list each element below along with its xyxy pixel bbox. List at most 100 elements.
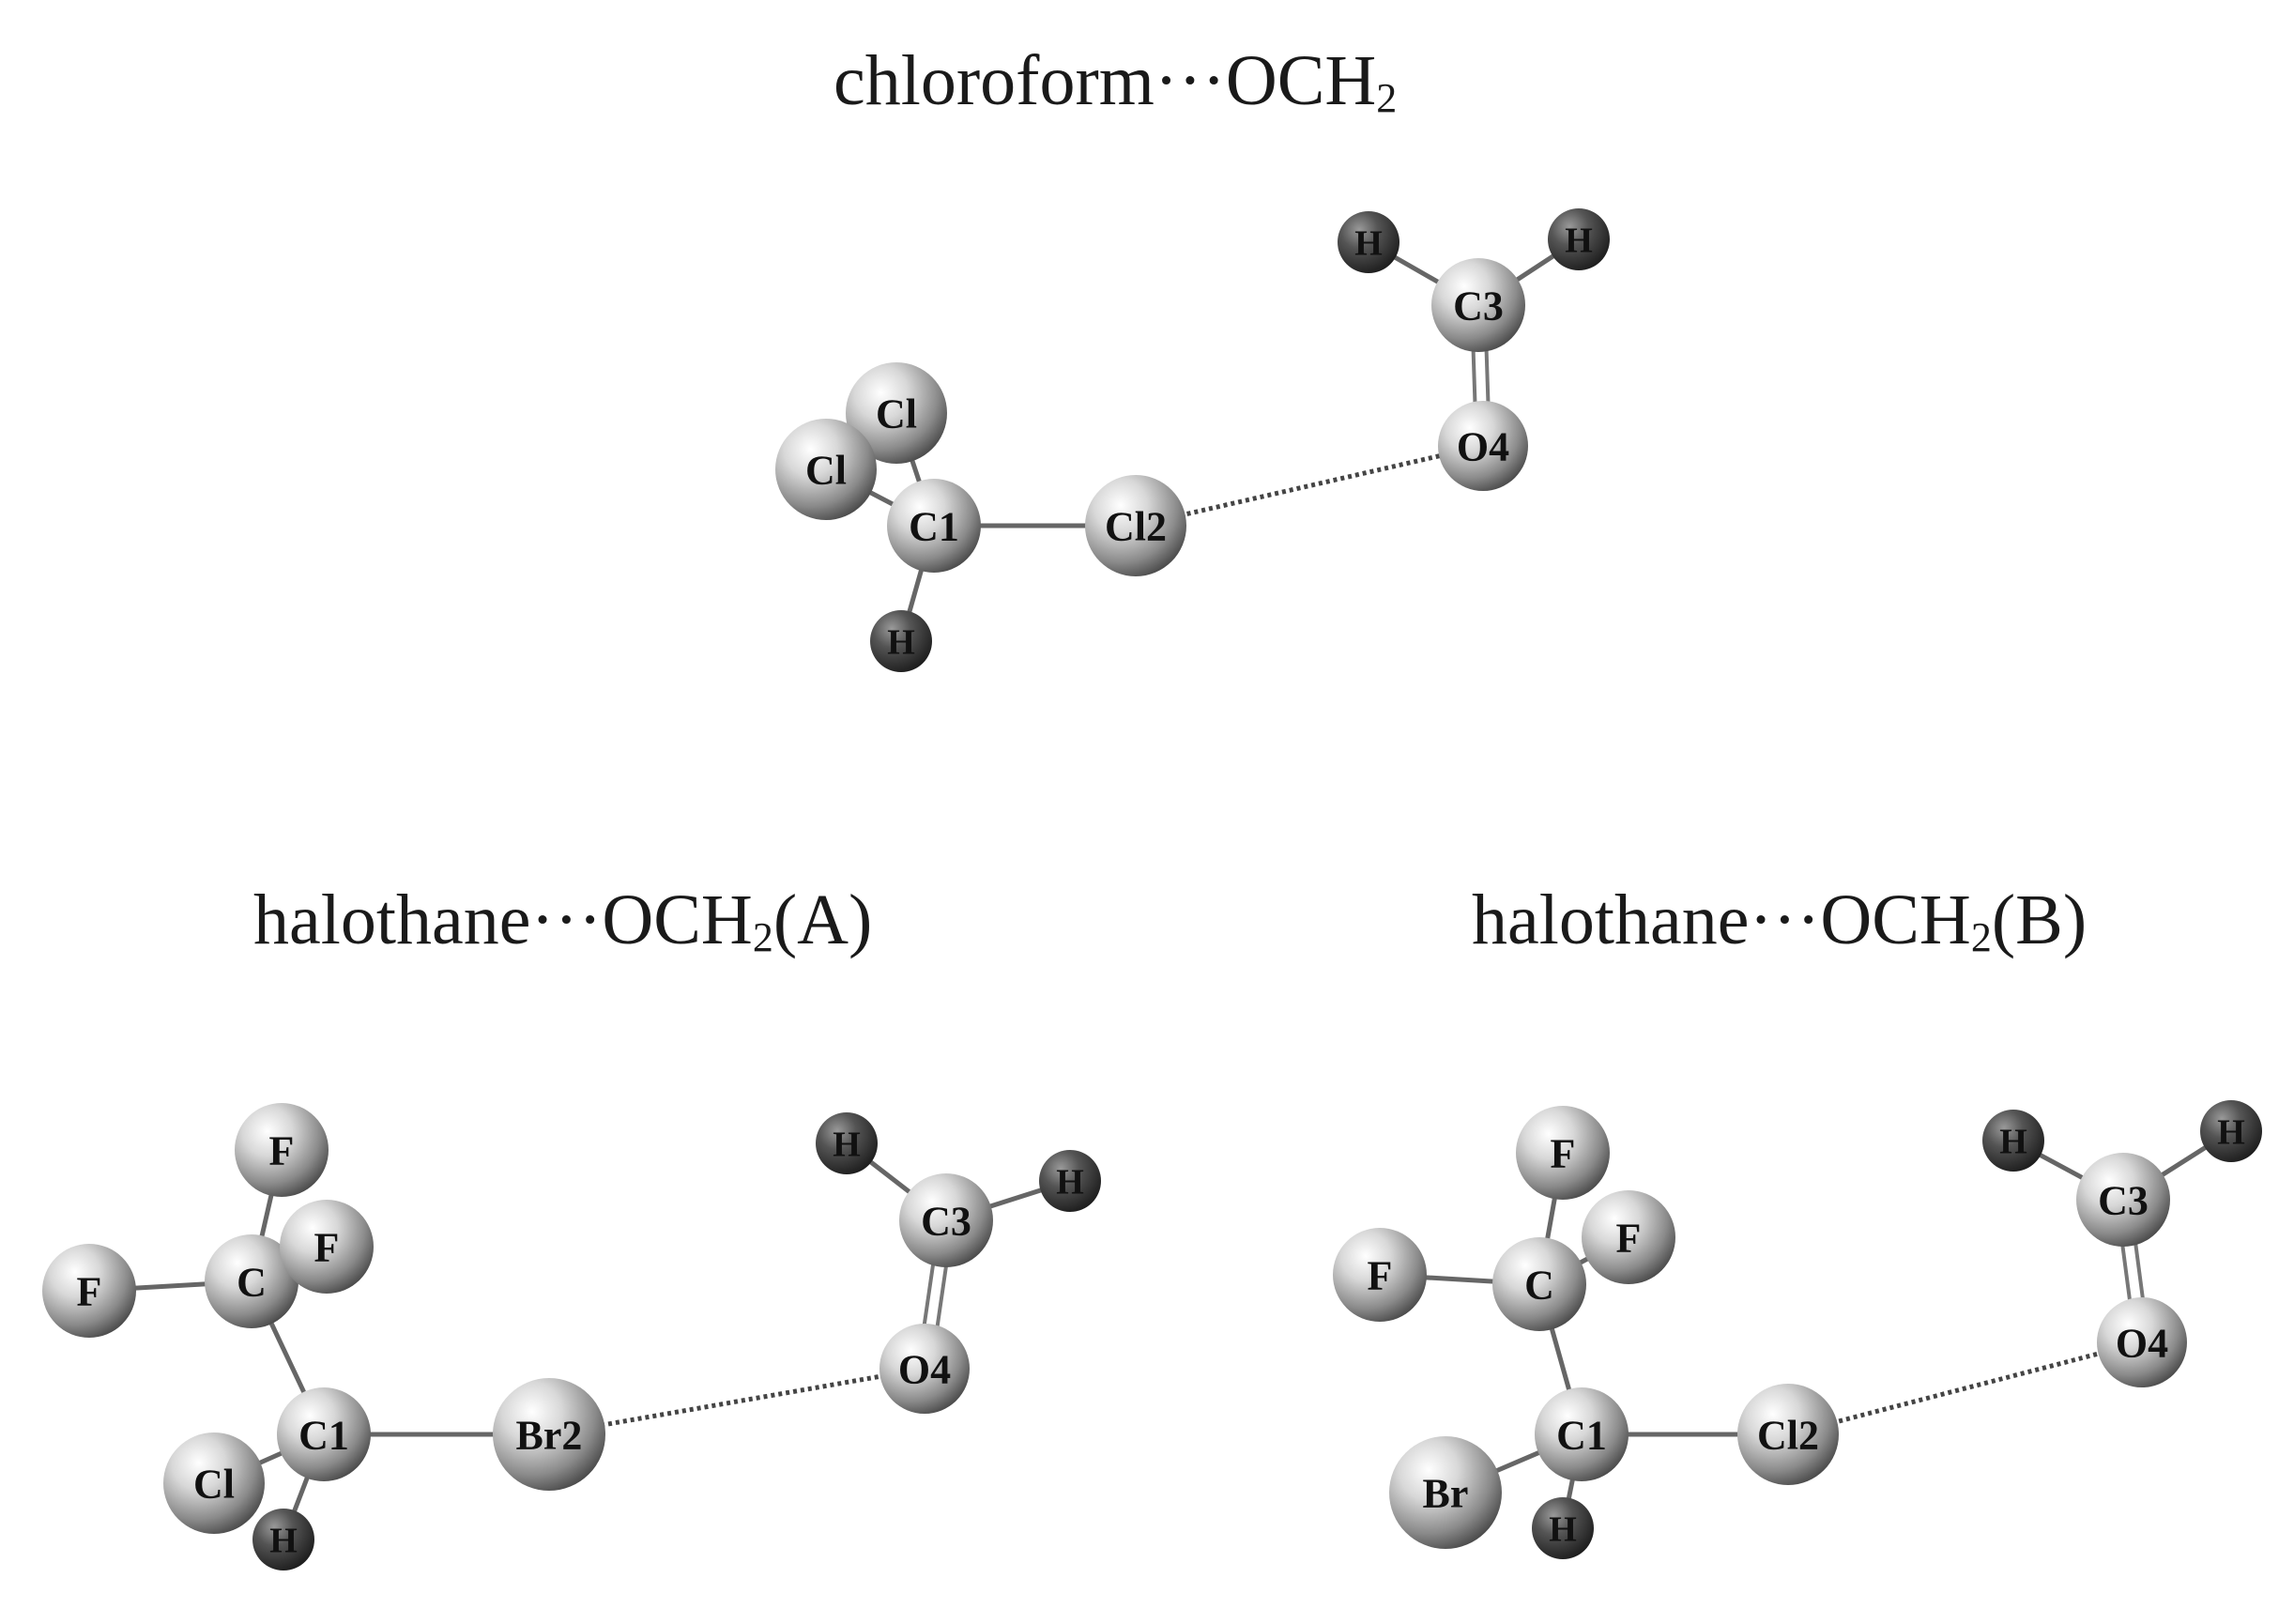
atom-sphere-halothane_a-C1 <box>277 1387 371 1481</box>
atom-sphere-halothane_a-H_l <box>816 1112 878 1174</box>
atom-label-halothane_b-Br: Br <box>1423 1470 1469 1516</box>
atom-sphere-halothane_b-C <box>1492 1237 1586 1331</box>
atom-label-halothane_b-O4: O4 <box>2116 1320 2168 1366</box>
title-halothane-b: halothane···OCH2(B) <box>1472 884 2087 958</box>
bond-halothane_b-Cl2-O4-halogen-bond <box>1787 1340 2143 1437</box>
atom-sphere-halothane_a-O4 <box>879 1324 970 1414</box>
atom-sphere-chloroform-H_l <box>1338 211 1399 273</box>
atom-halothane_a-C: C <box>205 1234 298 1328</box>
atom-label-halothane_b-Cl2: Cl2 <box>1757 1412 1819 1458</box>
atom-halothane_a-H_c1: H <box>252 1509 314 1570</box>
atom-halothane_a-C1: C1 <box>277 1387 371 1481</box>
title-halothane-b-suffix: (B) <box>1991 881 2088 959</box>
atom-label-halothane_a-C: C <box>237 1259 267 1305</box>
atom-label-halothane_a-H_r: H <box>1056 1162 1084 1202</box>
atom-halothane_a-H_l: H <box>816 1112 878 1174</box>
atom-halothane_b-C: C <box>1492 1237 1586 1331</box>
atom-halothane_b-O4: O4 <box>2097 1297 2187 1387</box>
atom-sphere-halothane_a-F_top <box>235 1103 329 1197</box>
atom-sphere-chloroform-O4 <box>1438 401 1528 491</box>
atom-sphere-halothane_b-Cl2 <box>1737 1384 1839 1485</box>
atom-halothane_a-F_right: F <box>280 1200 374 1294</box>
atom-sphere-halothane_a-H_c1 <box>252 1509 314 1570</box>
atom-halothane_a-C3: C3 <box>899 1173 993 1267</box>
title-halothane-a-main: halothane···OCH <box>253 881 753 959</box>
atom-chloroform-O4: O4 <box>1438 401 1528 491</box>
atom-label-halothane_a-Cl: Cl <box>193 1461 235 1507</box>
atom-sphere-chloroform-Cl2 <box>1085 475 1186 576</box>
atom-label-halothane_a-Br2: Br2 <box>516 1412 583 1458</box>
bond-halothane_a-Br2-O4-halogen-bond <box>548 1366 925 1437</box>
atom-halothane_b-C3: C3 <box>2076 1153 2170 1247</box>
atom-halothane_b-C1: C1 <box>1535 1387 1629 1481</box>
title-halothane-a-subscript: 2 <box>752 914 773 960</box>
atom-chloroform-C1: C1 <box>887 479 981 573</box>
atom-sphere-halothane_b-H_l <box>1982 1110 2044 1172</box>
title-chloroform-subscript: 2 <box>1376 75 1398 121</box>
atom-label-halothane_a-H_l: H <box>833 1125 861 1164</box>
atom-halothane_a-Cl: Cl <box>163 1432 265 1534</box>
atom-label-halothane_a-O4: O4 <box>898 1346 951 1392</box>
atom-sphere-chloroform-C1 <box>887 479 981 573</box>
atom-label-halothane_b-H_c1: H <box>1549 1509 1577 1549</box>
atom-sphere-halothane_a-Br2 <box>493 1378 605 1491</box>
atom-halothane_b-Cl2: Cl2 <box>1737 1384 1839 1485</box>
atom-sphere-chloroform-Cl_b <box>775 419 877 520</box>
atom-halothane_b-H_l: H <box>1982 1110 2044 1172</box>
atom-label-chloroform-O4: O4 <box>1457 423 1509 469</box>
atom-label-halothane_a-F_top: F <box>269 1127 295 1173</box>
atom-label-chloroform-H_c1: H <box>887 622 915 662</box>
atom-halothane_a-F_left: F <box>42 1244 136 1338</box>
atom-halothane_a-O4: O4 <box>879 1324 970 1414</box>
atom-halothane_b-H_r: H <box>2200 1100 2262 1162</box>
title-halothane-b-main: halothane···OCH <box>1472 881 1971 959</box>
atom-sphere-halothane_a-F_right <box>280 1200 374 1294</box>
atom-sphere-halothane_a-C <box>205 1234 298 1328</box>
atom-label-halothane_b-C3: C3 <box>2098 1177 2149 1223</box>
atom-sphere-halothane_b-F_right <box>1582 1190 1675 1284</box>
title-halothane-a: halothane···OCH2(A) <box>253 884 872 958</box>
atom-sphere-halothane_b-C1 <box>1535 1387 1629 1481</box>
title-halothane-b-subscript: 2 <box>1970 914 1992 960</box>
atom-label-halothane_a-H_c1: H <box>269 1521 298 1560</box>
atom-label-chloroform-H_r: H <box>1565 221 1593 260</box>
atom-label-chloroform-Cl2: Cl2 <box>1105 503 1167 549</box>
atom-sphere-halothane_a-C3 <box>899 1173 993 1267</box>
atom-sphere-halothane_b-C3 <box>2076 1153 2170 1247</box>
atom-chloroform-Cl_b: Cl <box>775 419 877 520</box>
atom-label-halothane_a-C3: C3 <box>921 1198 971 1244</box>
atom-sphere-halothane_b-H_r <box>2200 1100 2262 1162</box>
title-chloroform: chloroform···OCH2 <box>833 45 1397 119</box>
atom-halothane_a-F_top: F <box>235 1103 329 1197</box>
atom-halothane_b-F_top: F <box>1516 1106 1610 1200</box>
atom-sphere-chloroform-C3 <box>1431 258 1525 352</box>
atom-label-halothane_b-C: C <box>1524 1262 1554 1308</box>
atom-sphere-halothane_b-O4 <box>2097 1297 2187 1387</box>
bond-chloroform-Cl2-O4-halogen-bond <box>1135 443 1484 529</box>
atom-label-halothane_b-C1: C1 <box>1556 1412 1607 1458</box>
atom-label-halothane_b-F_left: F <box>1368 1252 1393 1298</box>
atom-sphere-chloroform-H_r <box>1548 208 1610 270</box>
atom-sphere-halothane_a-Cl <box>163 1432 265 1534</box>
atom-label-chloroform-H_l: H <box>1354 223 1383 263</box>
atom-halothane_b-F_left: F <box>1333 1228 1427 1322</box>
atom-halothane_b-F_right: F <box>1582 1190 1675 1284</box>
atom-label-halothane_a-C1: C1 <box>298 1412 349 1458</box>
atom-label-halothane_a-F_right: F <box>314 1224 340 1270</box>
atom-halothane_a-H_r: H <box>1039 1150 1101 1212</box>
atom-label-chloroform-Cl_a: Cl <box>876 391 917 437</box>
title-chloroform-main: chloroform···OCH <box>833 41 1377 120</box>
atom-label-halothane_b-F_top: F <box>1551 1130 1576 1176</box>
atom-sphere-halothane_b-F_top <box>1516 1106 1610 1200</box>
atom-sphere-halothane_b-F_left <box>1333 1228 1427 1322</box>
atom-halothane_b-H_c1: H <box>1532 1497 1594 1559</box>
atom-sphere-chloroform-Cl_a <box>846 362 947 464</box>
atom-halothane_a-Br2: Br2 <box>493 1378 605 1491</box>
atom-label-halothane_b-H_l: H <box>1999 1122 2027 1161</box>
atom-sphere-halothane_a-H_r <box>1039 1150 1101 1212</box>
atom-label-chloroform-C1: C1 <box>909 503 959 549</box>
atom-sphere-halothane_b-H_c1 <box>1532 1497 1594 1559</box>
